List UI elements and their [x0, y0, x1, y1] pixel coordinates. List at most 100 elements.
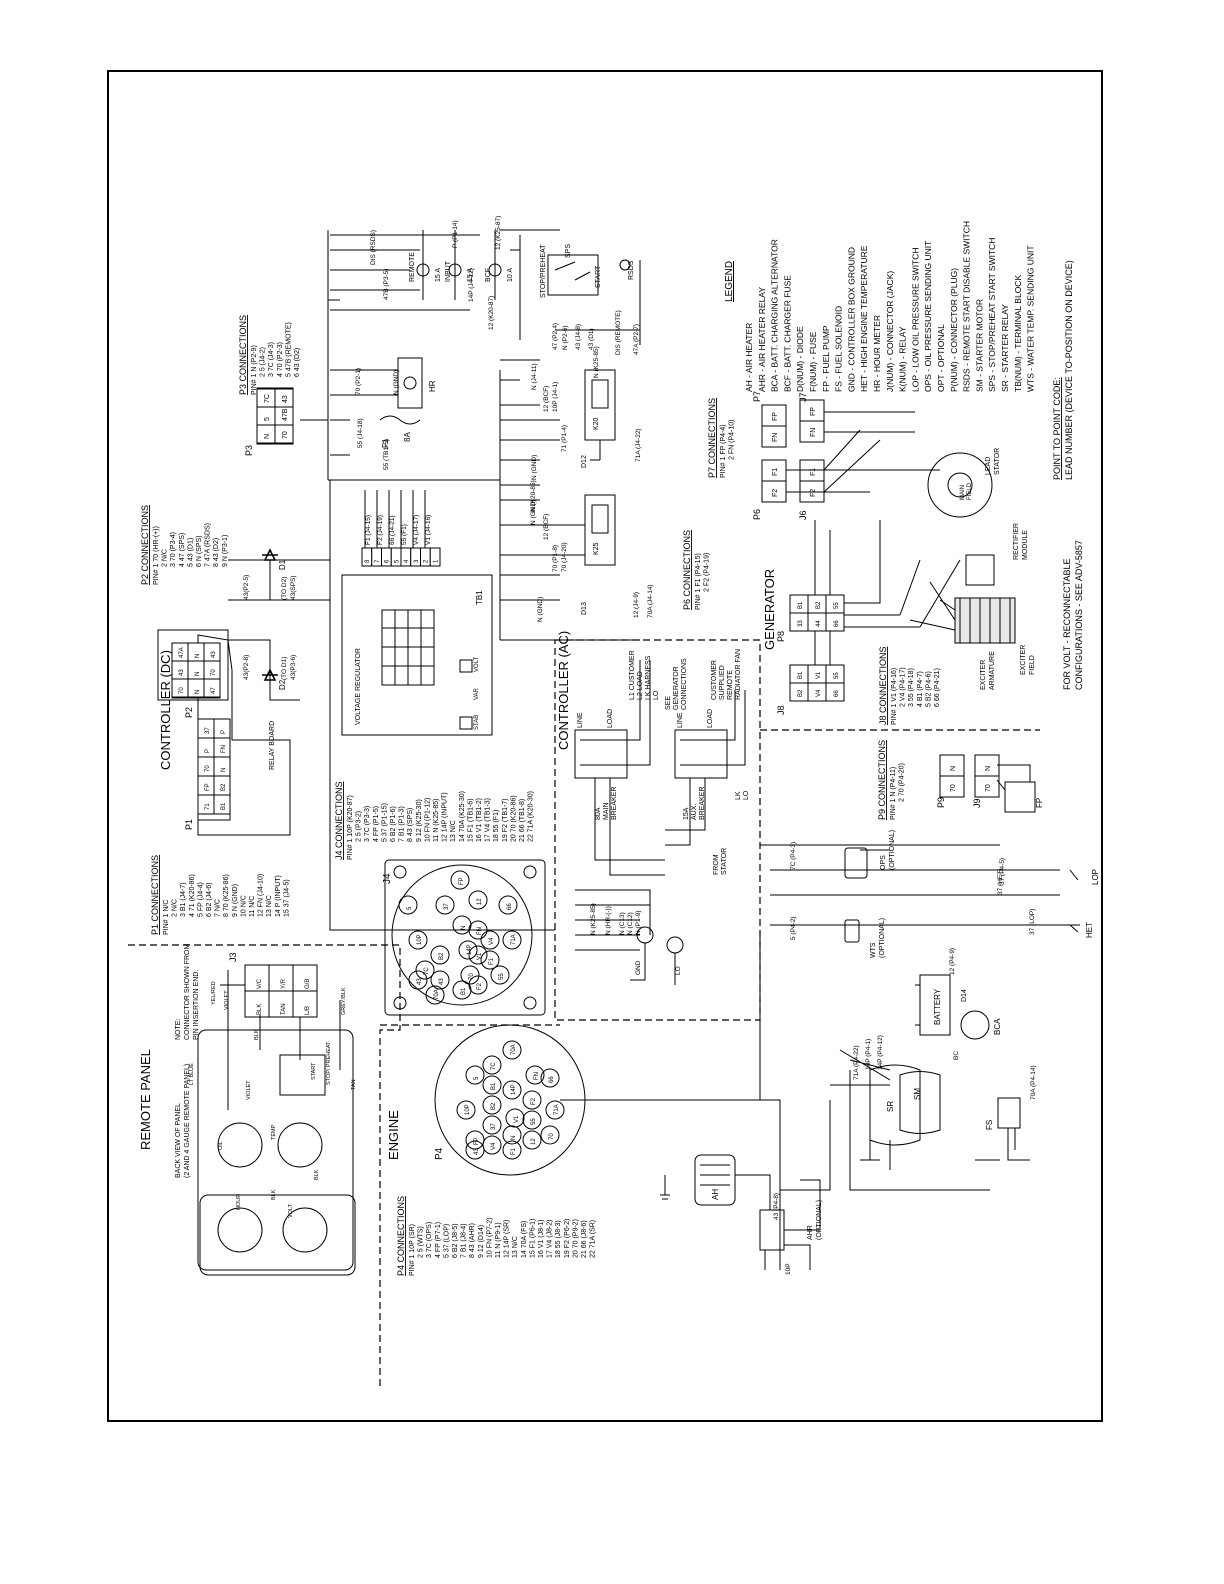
- back-view-line-2: (2 AND 4 GAUGE REMOTE PANEL): [184, 1064, 191, 1178]
- relay-board-label: RELAY BOARD: [269, 721, 276, 770]
- wire-label: 47B (P3-5): [383, 269, 390, 300]
- fuse-remote-rating: 15 A: [435, 268, 442, 282]
- p6_grid-pin-label: F1: [772, 468, 779, 476]
- d12-label: D12: [581, 455, 588, 468]
- wire-label: DIS (RSDS): [370, 230, 377, 265]
- exciter-armature-line-1: EXCITER: [980, 660, 987, 690]
- p2_connections-line: 5 43 (D1): [187, 538, 194, 567]
- customer-supplied-label: CUSTOMER: [711, 660, 718, 700]
- rsds-label: RSDS: [628, 260, 635, 280]
- wire-label: 43(P3-6): [290, 655, 297, 680]
- wire-label: 70 (P1-8): [552, 545, 559, 572]
- p3-label: P3: [244, 445, 254, 456]
- tb1-terminal: [429, 547, 441, 567]
- tb1-terminal-label: 8: [365, 559, 371, 563]
- p1-pin-label: FN: [221, 745, 227, 753]
- p4-pin: [525, 1065, 545, 1085]
- k25-label: K25: [593, 542, 600, 555]
- tb1-terminal-label: 2: [424, 559, 430, 563]
- note-line-2: CONNECTOR SHOWN FROM: [184, 944, 191, 1040]
- p1_connections-line: PIN# 1 N/C: [163, 900, 170, 935]
- fuse-input-label: INPUT: [445, 260, 452, 282]
- aux-breaker-label: BREAKER: [699, 787, 706, 820]
- main-breaker-label: 80A: [595, 807, 602, 820]
- legend-item: HR - HOUR METER: [872, 315, 882, 392]
- remote-wire-label: YEL/RED: [211, 981, 217, 1005]
- p4_connections-line: 18 55 (J8-3): [555, 1220, 562, 1258]
- p4-pin-label: 14P: [511, 1084, 517, 1095]
- wire-label: 70A (P4-14): [1030, 1065, 1037, 1100]
- legend-item: BCF - BATT. CHARGER FUSE: [782, 275, 792, 392]
- j4-pin: [468, 975, 488, 995]
- wire-label: N (C12): [627, 912, 634, 935]
- wire-label: 14P (P4-12): [877, 1035, 884, 1070]
- j4-pin-label: V4: [489, 937, 495, 945]
- p1-pin-label: P: [205, 749, 211, 753]
- back-view-line-1: BACK VIEW OF PANEL: [175, 1103, 182, 1178]
- ac-load-label: LOAD: [707, 709, 714, 728]
- p4_connections-line: 11 N (P9-1): [495, 1222, 502, 1258]
- p4-label: P4: [434, 1147, 445, 1160]
- remote-wire-label: STOP/ PREHEAT: [326, 1041, 332, 1085]
- p4-pin-label: FP: [474, 1137, 480, 1145]
- wire-label: N (GND): [537, 597, 544, 622]
- p4_connections-line: 8 43 (AHR): [469, 1223, 476, 1258]
- p4-pin-label: N: [511, 1136, 517, 1140]
- from-stator-label: STATOR: [721, 848, 728, 875]
- j3-pin-label: TAN: [281, 1003, 287, 1015]
- p2_connections-title: P2 CONNECTIONS: [140, 505, 150, 585]
- wire-label: 47A (P2-7): [633, 324, 640, 355]
- legend-item: SR - STARTER RELAY: [1000, 304, 1010, 392]
- j3-pin-label: G/B: [305, 979, 311, 989]
- p1-pin-label: P: [221, 730, 227, 734]
- p1_connections-line: 5 FP (J4-4): [197, 882, 204, 917]
- j4_connections-line: 22 71A (K20-30): [528, 791, 535, 842]
- p3_connections-line: 5 47B (REMOTE): [285, 322, 292, 377]
- p4-pin-label: 71A: [554, 1104, 560, 1115]
- p4-pin-label: 12: [531, 1138, 537, 1145]
- p4-pin-label: 66: [549, 1076, 555, 1083]
- j4-pin-label: B2: [439, 952, 445, 960]
- wire-label: 43(P2-5): [243, 575, 250, 600]
- p1_connections-line: 8 70 (K25-86): [223, 874, 230, 917]
- p4_connections-line: 5 37 (LOP): [443, 1224, 450, 1258]
- j4_connections-line: 19 F2 (TB1-7): [502, 798, 509, 842]
- j4-pin-label: 66: [507, 903, 513, 910]
- p4-pin: [482, 1075, 502, 1095]
- p3-pin: [274, 388, 294, 408]
- j4-pin-label: FP: [459, 877, 465, 885]
- j4_connections-title: J4 CONNECTIONS: [334, 781, 344, 860]
- j4-pin-label: 7C: [424, 967, 430, 975]
- j4_connections-line: 18 55 (F1): [493, 810, 500, 842]
- rectifier-line-2: MODULE: [1022, 530, 1029, 560]
- p1_connections-line: 2 N/C: [172, 899, 179, 917]
- j4_connections-line: 17 V4 (TB1-3): [485, 798, 492, 842]
- p9_grid-pin-label: 70: [950, 784, 957, 792]
- p6_connections-line: PIN# 1 F1 (P4-15): [695, 553, 702, 610]
- p1-pin-label: B2: [221, 783, 227, 791]
- see-generator-label: GENERATOR: [673, 666, 680, 710]
- p4_connections-line: 6 B2 (J8-5): [452, 1223, 459, 1258]
- section-generator: GENERATOR: [762, 569, 777, 650]
- from-stator-label: FROM: [713, 854, 720, 875]
- p4-pin: [482, 1115, 502, 1135]
- wire-label: 12 (BCF): [543, 514, 550, 540]
- p6_connections-line: 2 F2 (P4-19): [704, 553, 711, 592]
- section-controller-dc: CONTROLLER (DC): [158, 650, 173, 770]
- fs-label: FS: [985, 1120, 994, 1130]
- p3-pin-label: 47B: [282, 408, 289, 421]
- p2-pin-label: 47A: [179, 647, 185, 658]
- fuse-bcf-rating: 10 A: [507, 268, 514, 282]
- legend-item: GND - CONTROLLER BOX GROUND: [846, 247, 856, 392]
- note-line-3: PIN INSERTION END.: [193, 970, 200, 1040]
- p1-pin-label: FP: [205, 783, 211, 791]
- j4-pin: [480, 950, 500, 970]
- rectifier-line-1: RECTIFIER: [1013, 523, 1020, 560]
- p4-pin: [540, 1068, 560, 1088]
- ahr-label-1: AHR: [807, 1225, 814, 1240]
- p4_connections-line: 14 70A (FS): [521, 1221, 528, 1258]
- relay-k20: K20 D12: [581, 369, 616, 468]
